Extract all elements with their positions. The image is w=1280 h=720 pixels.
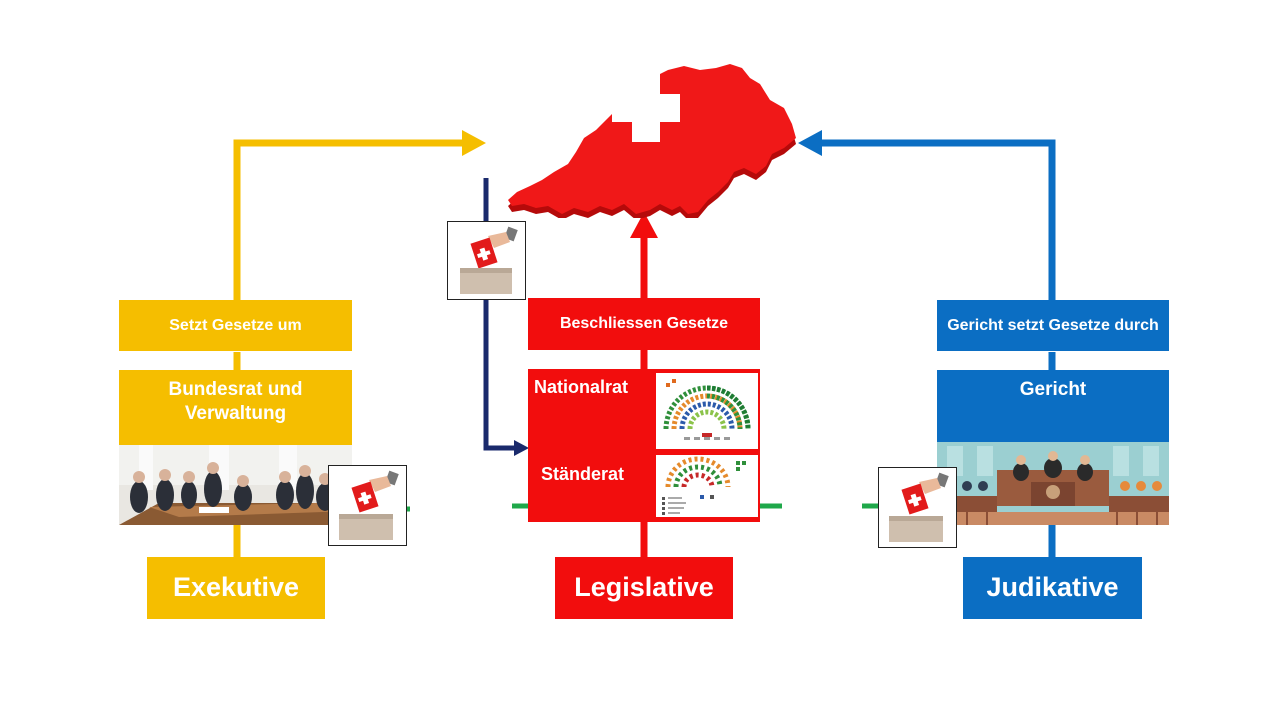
legislative-chambers-panel: Nationalrat Ständerat xyxy=(528,369,760,522)
ballot-box-icon xyxy=(328,465,407,546)
exekutive-function-label: Setzt Gesetze um xyxy=(119,300,352,351)
parliament-seating-icon xyxy=(656,373,758,449)
courtroom-illustration-icon xyxy=(937,442,1169,525)
exekutive-body-label: Bundesrat und Verwaltung xyxy=(119,370,352,445)
exekutive-arrow xyxy=(233,130,486,557)
judikative-function-label: Gericht setzt Gesetze durch xyxy=(937,300,1169,351)
ballot-box-icon xyxy=(878,467,957,548)
election-arrow xyxy=(483,178,529,456)
parliament-seating-icon xyxy=(656,455,758,517)
exekutive-branch-label: Exekutive xyxy=(147,557,325,619)
legislative-branch-label: Legislative xyxy=(555,557,733,619)
meeting-photo-icon xyxy=(119,445,352,525)
judikative-body-label: Gericht xyxy=(937,370,1169,442)
judikative-branch-label: Judikative xyxy=(963,557,1142,619)
legislative-function-label: Beschliessen Gesetze xyxy=(528,298,760,350)
legislative-arrow xyxy=(630,212,658,557)
chamber-staenderat: Ständerat xyxy=(541,464,625,484)
chamber-nationalrat: Nationalrat xyxy=(534,377,629,397)
swiss-map-icon xyxy=(508,64,796,218)
ballot-box-icon xyxy=(447,221,526,300)
judikative-arrow xyxy=(798,130,1056,557)
